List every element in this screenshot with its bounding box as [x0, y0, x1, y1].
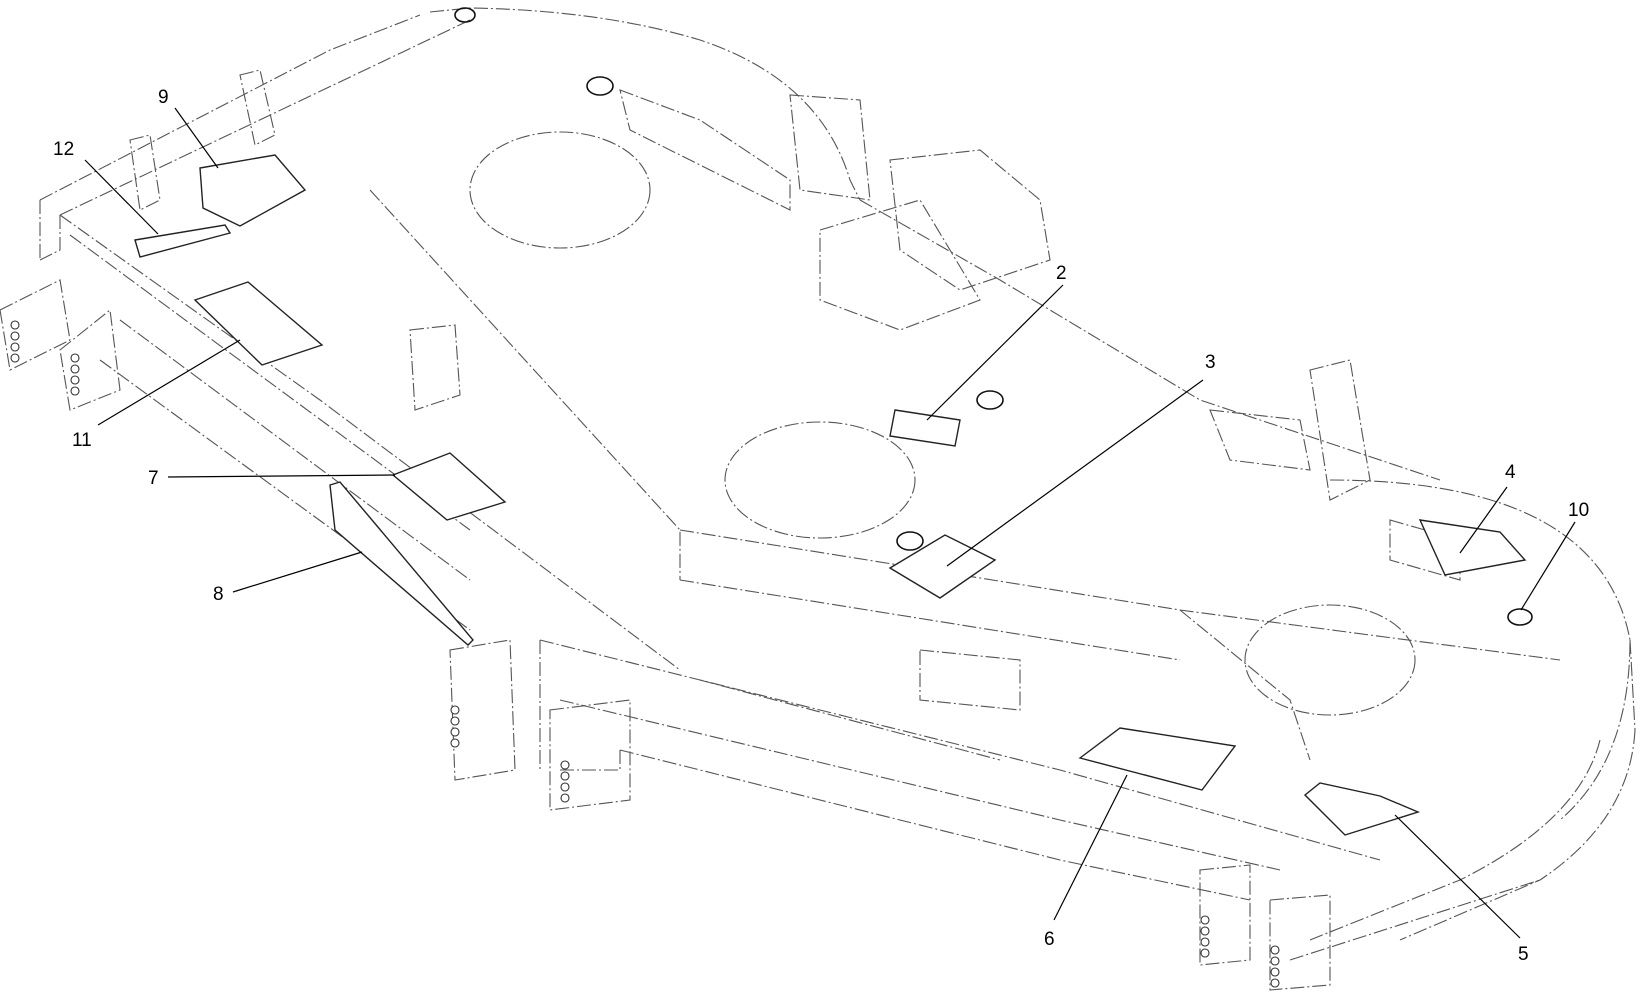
callout-labels: 2 3 4 10 9 12 11 7 8 6 5: [53, 87, 1589, 965]
decal-9: [199, 154, 307, 227]
deck-brackets: [0, 69, 1541, 991]
callout-6: 6: [1044, 929, 1055, 950]
decal-11: [193, 281, 324, 366]
callout-4: 4: [1505, 462, 1516, 483]
blade-housing-openings: [469, 131, 1416, 716]
decal-4: [1418, 519, 1527, 576]
callout-12: 12: [53, 139, 74, 160]
decal-7: [391, 452, 507, 521]
decal-8: [329, 481, 474, 646]
callout-8: 8: [213, 584, 224, 605]
callout-5: 5: [1518, 944, 1529, 965]
callout-10: 10: [1568, 500, 1589, 521]
bracket-holes: [10, 320, 1280, 988]
callout-9: 9: [158, 87, 169, 108]
decal-3: [888, 534, 997, 599]
decal-2: [889, 409, 961, 447]
callout-7: 7: [148, 468, 159, 489]
callout-11: 11: [72, 430, 92, 451]
callout-2: 2: [1056, 263, 1067, 284]
decal-5: [1303, 782, 1421, 836]
deck-outline: [39, 7, 1636, 941]
decal-12: [134, 224, 232, 258]
callout-3: 3: [1205, 352, 1216, 373]
deck-plugs: [454, 7, 1533, 626]
decal-6: [1078, 727, 1237, 791]
decals: [134, 154, 1527, 836]
leader-lines: [84, 107, 1576, 939]
